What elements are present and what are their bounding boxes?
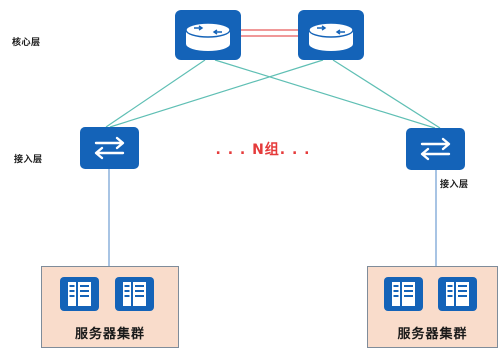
server-cluster: 服务器集群 [41, 266, 179, 348]
uplink-line [214, 59, 436, 129]
router-icon [298, 10, 364, 60]
cluster-label: 服务器集群 [397, 327, 468, 342]
server-cluster: 服务器集群 [367, 266, 498, 348]
switch-icon [406, 128, 465, 170]
router-icon [175, 10, 241, 60]
core-layer-label: 核心层 [12, 38, 41, 48]
switch-icon [80, 127, 139, 169]
uplink-line [105, 59, 206, 128]
server-icon [115, 277, 154, 311]
access-switch [80, 127, 139, 169]
access-layer-label: 接入层 [440, 180, 469, 190]
server-icon [384, 277, 423, 311]
access-switch [406, 128, 465, 170]
server-icon [60, 277, 99, 311]
core-router [175, 10, 241, 60]
cluster-label: 服务器集群 [74, 327, 145, 342]
access-layer-label: 接入层 [14, 155, 43, 165]
uplink-line [332, 59, 441, 129]
server-icon [438, 277, 477, 311]
n-groups-text: . . . N组. . . [215, 142, 311, 158]
core-router [298, 10, 364, 60]
uplink-line [109, 59, 324, 128]
